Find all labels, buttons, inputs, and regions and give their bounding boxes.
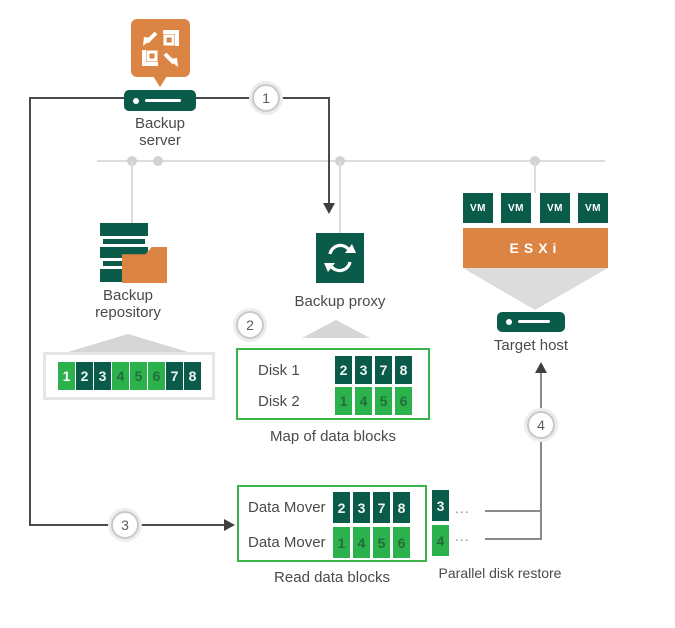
parallel-disk-restore-caption: Parallel disk restore [438, 565, 562, 581]
backup-glyph-icon [142, 30, 179, 67]
read-row1-block: 3 [353, 492, 370, 523]
parallel-branch-line-bottom [485, 538, 541, 540]
read-row2-block: 6 [393, 527, 410, 558]
ellipsis-top: ... [455, 500, 470, 516]
vm-icon: VM [501, 193, 531, 223]
map-disk2-block: 4 [355, 387, 372, 415]
target-host-label: Target host [493, 337, 569, 354]
data-block-6: 6 [148, 362, 165, 390]
data-block-5: 5 [130, 362, 147, 390]
step-number: 3 [121, 517, 129, 533]
map-box-caption: Map of data blocks [270, 428, 396, 445]
data-block-2: 2 [76, 362, 93, 390]
server-dash [518, 320, 550, 323]
parallel-block-3: 3 [432, 490, 449, 521]
disk1-label: Disk 1 [258, 362, 300, 379]
bus-drop-to-proxy [339, 161, 341, 233]
network-bus-line [97, 160, 605, 162]
connector-left-vertical [29, 97, 31, 526]
step-number: 1 [262, 90, 270, 106]
map-disk2-block: 1 [335, 387, 352, 415]
arrowhead-into-target-host [535, 362, 547, 373]
backup-proxy-icon [316, 233, 364, 283]
step-circle-4: 4 [527, 411, 555, 439]
map-disk2-block: 5 [375, 387, 392, 415]
data-block-8: 8 [184, 362, 201, 390]
disk2-label: Disk 2 [258, 393, 300, 410]
read-box-caption: Read data blocks [274, 569, 390, 586]
arrowhead-into-read-box [224, 519, 235, 531]
read-row1-block: 7 [373, 492, 390, 523]
bus-drop-to-esxi [534, 161, 536, 193]
arrowhead-into-proxy [323, 203, 335, 214]
vm-icon: VM [578, 193, 608, 223]
data-block-7: 7 [166, 362, 183, 390]
backup-repository-label: Backup repository [95, 287, 161, 321]
backup-server-icon [124, 90, 196, 111]
vm-icon: VM [463, 193, 493, 223]
read-row1-block: 8 [393, 492, 410, 523]
parallel-block-4: 4 [432, 525, 449, 556]
step-number: 2 [246, 317, 254, 333]
step-circle-1: 1 [252, 84, 280, 112]
connector-step4-vertical [540, 370, 542, 540]
step-circle-2: 2 [236, 311, 264, 339]
bus-drop-to-repository [131, 161, 133, 223]
map-disk1-block: 8 [395, 356, 412, 384]
parallel-branch-line-top [485, 510, 541, 512]
target-host-icon [497, 312, 565, 332]
map-disk1-block: 7 [375, 356, 392, 384]
server-led-dot [133, 97, 139, 104]
server-led-dot [506, 319, 512, 325]
read-row2-block: 1 [333, 527, 350, 558]
repository-callout-triangle [68, 334, 188, 352]
read-row2-block: 5 [373, 527, 390, 558]
map-disk1-block: 3 [355, 356, 372, 384]
read-row2-block: 4 [353, 527, 370, 558]
speech-bubble-tail [153, 76, 167, 87]
esxi-funnel-triangle [463, 268, 608, 310]
step-number: 4 [537, 417, 545, 433]
read-row1-block: 2 [333, 492, 350, 523]
read-data-blocks-box: Data Mover 2 3 7 8 Data Mover 1 4 5 6 [237, 485, 427, 562]
backup-proxy-label: Backup proxy [294, 293, 386, 310]
data-mover-label: Data Mover [248, 534, 326, 551]
proxy-callout-triangle [302, 320, 370, 338]
connector-server-left [30, 97, 124, 99]
map-of-data-blocks-box: Disk 1 2 3 7 8 Disk 2 1 4 5 6 [236, 348, 430, 420]
map-disk2-block: 6 [395, 387, 412, 415]
step-circle-3: 3 [111, 511, 139, 539]
data-block-4: 4 [112, 362, 129, 390]
data-block-1: 1 [58, 362, 75, 390]
vm-icon: VM [540, 193, 570, 223]
sync-arrows-icon [324, 243, 356, 273]
ellipsis-bottom: ... [455, 528, 470, 544]
connector-step1-vertical [328, 97, 330, 204]
esxi-bar: ESXi [463, 228, 608, 268]
bus-node-dot [153, 156, 163, 166]
server-dash [145, 98, 181, 102]
data-block-3: 3 [94, 362, 111, 390]
data-mover-label: Data Mover [248, 499, 326, 516]
backup-server-app-icon [131, 19, 190, 77]
backup-server-label: Backup server [134, 115, 186, 149]
map-disk1-block: 2 [335, 356, 352, 384]
repository-block-strip: 1 2 3 4 5 6 7 8 [43, 352, 215, 400]
